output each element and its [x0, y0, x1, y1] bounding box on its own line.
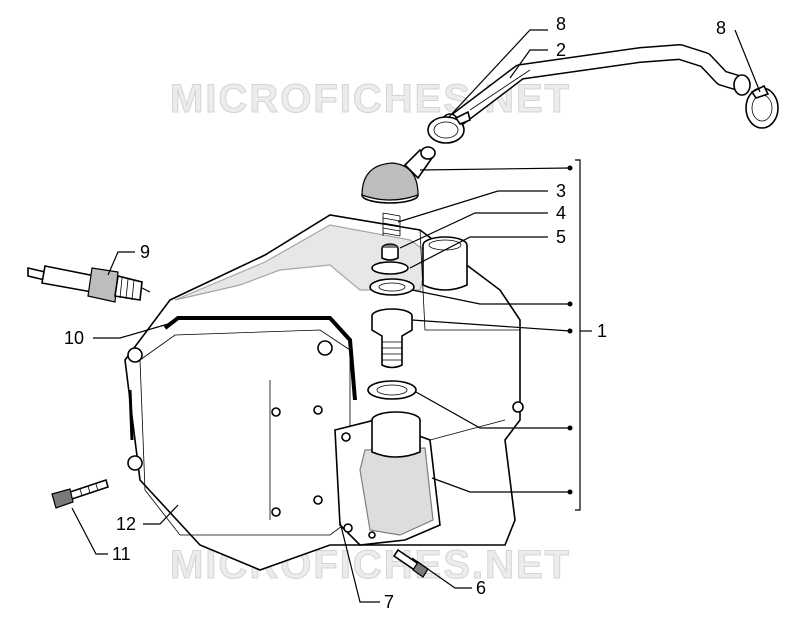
leader-dots [567, 165, 573, 495]
breather-fitting [371, 308, 413, 369]
callout-4-valve: 4 [556, 203, 566, 223]
o-ring-upper [369, 278, 415, 296]
gasket [163, 316, 357, 401]
bolt-long [51, 478, 109, 509]
bolt-small [392, 548, 429, 578]
callout-9-spark-plug: 9 [140, 242, 150, 262]
valve-disc [371, 243, 409, 275]
callout-8-clamp: 8 [556, 14, 566, 34]
callout-10-gasket: 10 [64, 328, 84, 348]
spark-plug [27, 265, 151, 303]
spring [382, 212, 401, 237]
hose-clamp-left [427, 110, 471, 144]
callout-8-clamp-right: 8 [716, 18, 726, 38]
breather-cap [361, 146, 436, 204]
callout-6-bolt: 6 [476, 578, 486, 598]
o-ring-lower [367, 380, 417, 400]
callout-3-spring: 3 [556, 181, 566, 201]
breather-hose [440, 44, 751, 137]
callout-5-seat: 5 [556, 227, 566, 247]
callout-7-housing: 7 [384, 592, 394, 612]
callout-2-hose: 2 [556, 40, 566, 60]
callout-11-bolt: 11 [112, 544, 131, 564]
leader-lines [71, 29, 761, 603]
breather-housing [334, 411, 441, 546]
callout-12-head-cover: 12 [116, 514, 136, 534]
cylinder-head-cover [124, 214, 524, 571]
callout-1-breather-assembly: 1 [597, 321, 607, 341]
hose-clamp-right [745, 84, 779, 129]
